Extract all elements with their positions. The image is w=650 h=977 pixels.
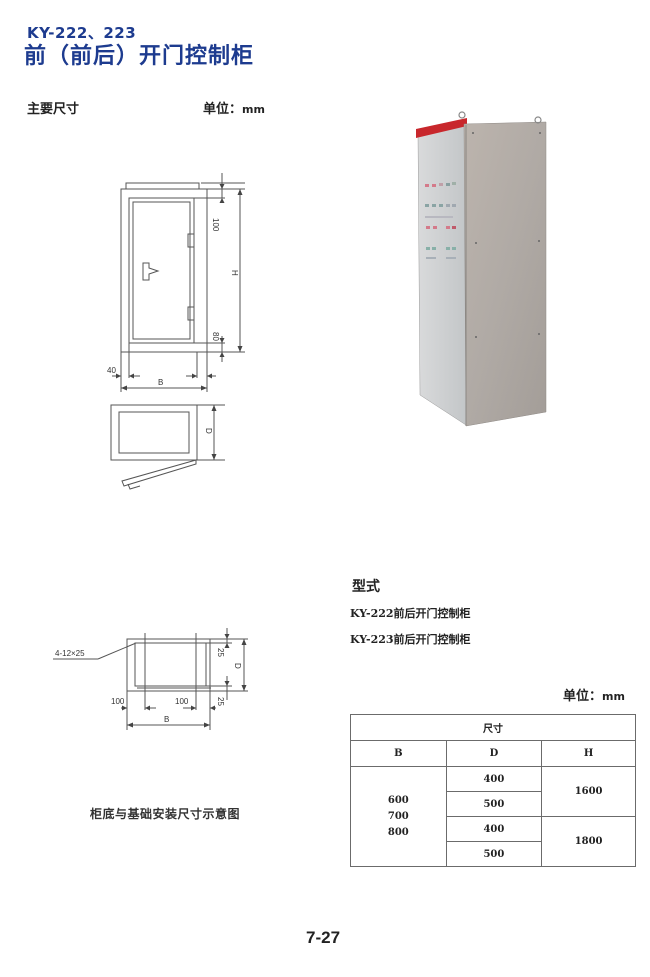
unit-label: 单位： (203, 102, 243, 117)
front-elevation-drawing: 100 80 H 40 B (107, 173, 245, 392)
b-value: 700 (387, 810, 409, 822)
dim-height-label: H (230, 270, 239, 276)
d-value: 400 (445, 766, 543, 792)
b-value: 600 (387, 794, 409, 806)
h-value: 1600 (541, 766, 636, 817)
h-value: 1800 (541, 816, 636, 867)
table-unit: 单位：mm (563, 685, 625, 704)
d-value: 500 (445, 841, 543, 867)
plan-view-drawing: D (110, 404, 225, 490)
types-label: 型式 (352, 579, 380, 595)
d-value: 400 (445, 816, 543, 842)
dim-right-label: 100 (175, 697, 189, 706)
base-dim-width-label: B (164, 715, 169, 724)
type-item: KY-223前后开门控制柜 (350, 633, 471, 646)
column-header-b: B (350, 740, 447, 767)
base-drawing-caption: 柜底与基础安装尺寸示意图 (90, 807, 241, 821)
type-item: KY-222前后开门控制柜 (350, 607, 471, 620)
dimensions-table: 尺寸 B D H 600 700 800 400 1600 500 400 18… (350, 714, 636, 867)
page-number: 7-27 (306, 928, 341, 947)
cabinet-photo (416, 111, 547, 427)
b-value: 800 (387, 826, 409, 838)
dim-width-label: B (158, 378, 163, 387)
dim-offset-top-label: 25 (216, 648, 225, 657)
base-dim-depth-label: D (233, 663, 242, 669)
hole-spec-label: 4-12×25 (55, 649, 85, 658)
dim-top-label: 100 (211, 218, 220, 232)
dim-offset-bottom-label: 25 (216, 697, 225, 706)
b-values-cell: 600 700 800 (350, 766, 447, 867)
dim-left-label: 100 (111, 697, 125, 706)
main-dims-label: 主要尺寸 (27, 102, 80, 117)
page-title: 前（前后）开门控制柜 (24, 44, 255, 69)
dim-bottom-label: 80 (211, 332, 220, 341)
unit-value: mm (242, 103, 265, 116)
base-installation-drawing: 4-12×25 25 25 D 100 100 B (53, 628, 248, 730)
model-code: KY-222、223 (27, 24, 137, 42)
column-header-d: D (445, 740, 543, 767)
d-value: 500 (445, 791, 543, 817)
unit-value: mm (602, 690, 625, 703)
main-dims-unit: 单位：mm (203, 98, 265, 117)
dim-side-label: 40 (107, 366, 116, 375)
dim-depth-label: D (204, 428, 213, 434)
column-header-h: H (541, 740, 636, 767)
table-group-header: 尺寸 (350, 714, 636, 741)
unit-label: 单位： (563, 689, 603, 704)
